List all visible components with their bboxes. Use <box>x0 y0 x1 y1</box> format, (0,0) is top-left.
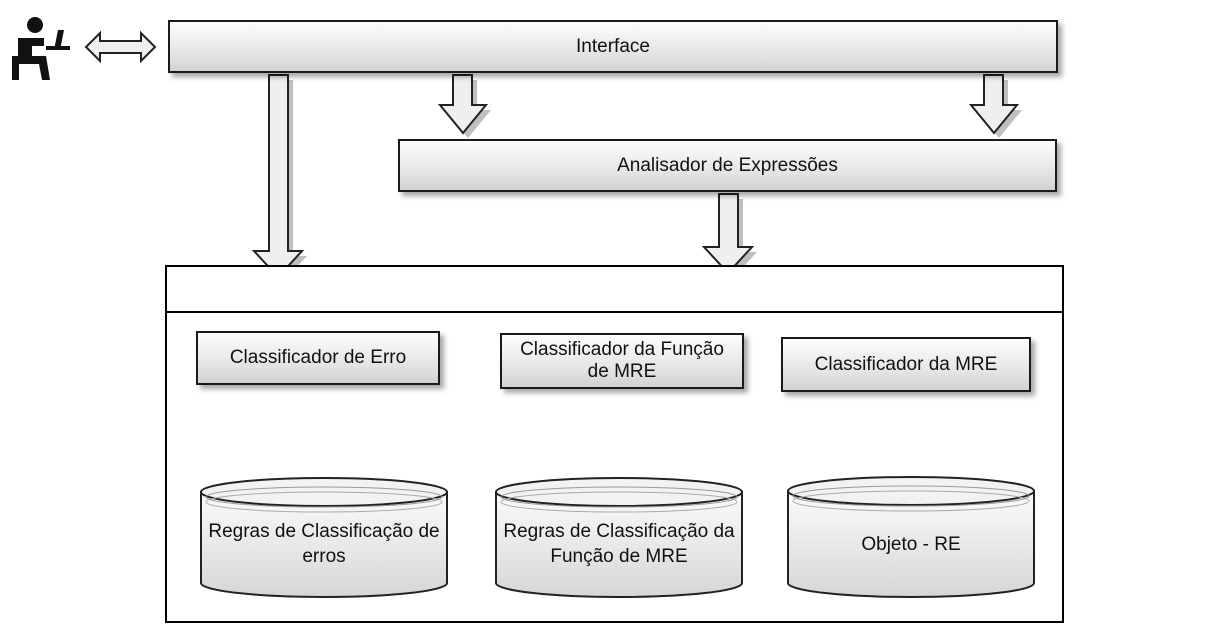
arrow-interface-to-classifiers <box>251 74 307 282</box>
analyzer-box: Analisador de Expressões <box>398 139 1057 192</box>
database-error-rules-text: Regras de Classificação de erros <box>208 521 440 567</box>
database-error-rules-label: Regras de Classificação de erros <box>205 510 443 580</box>
arrow-analyzer-to-classifiers <box>701 193 757 278</box>
user-at-computer-icon <box>12 17 70 80</box>
classifier-mre-box: Classificador da MRE <box>781 337 1031 392</box>
classifier-function-label: Classificador da Função de MRE <box>520 339 724 382</box>
database-object-re-text: Objeto - RE <box>861 533 961 555</box>
database-function-rules-label: Regras de Classificação da Função de MRE <box>500 510 738 580</box>
database-object-re-label: Objeto - RE <box>792 510 1030 580</box>
classifier-error-label: Classificador de Erro <box>229 347 407 369</box>
double-arrow-icon <box>84 30 157 64</box>
classifier-mre-label: Classificador da MRE <box>814 353 998 375</box>
interface-label: Interface <box>576 35 650 57</box>
classifier-function-box: Classificador da Função de MRE <box>500 333 744 389</box>
database-function-rules-text: Regras de Classificação da Função de MRE <box>503 521 735 567</box>
arrow-interface-to-analyzer-right <box>968 74 1022 138</box>
frame-divider <box>165 311 1064 313</box>
analyzer-label: Analisador de Expressões <box>617 154 838 176</box>
interface-box: Interface <box>168 20 1058 73</box>
classifier-error-box: Classificador de Erro <box>196 331 440 385</box>
arrow-interface-to-analyzer-left <box>437 74 491 138</box>
